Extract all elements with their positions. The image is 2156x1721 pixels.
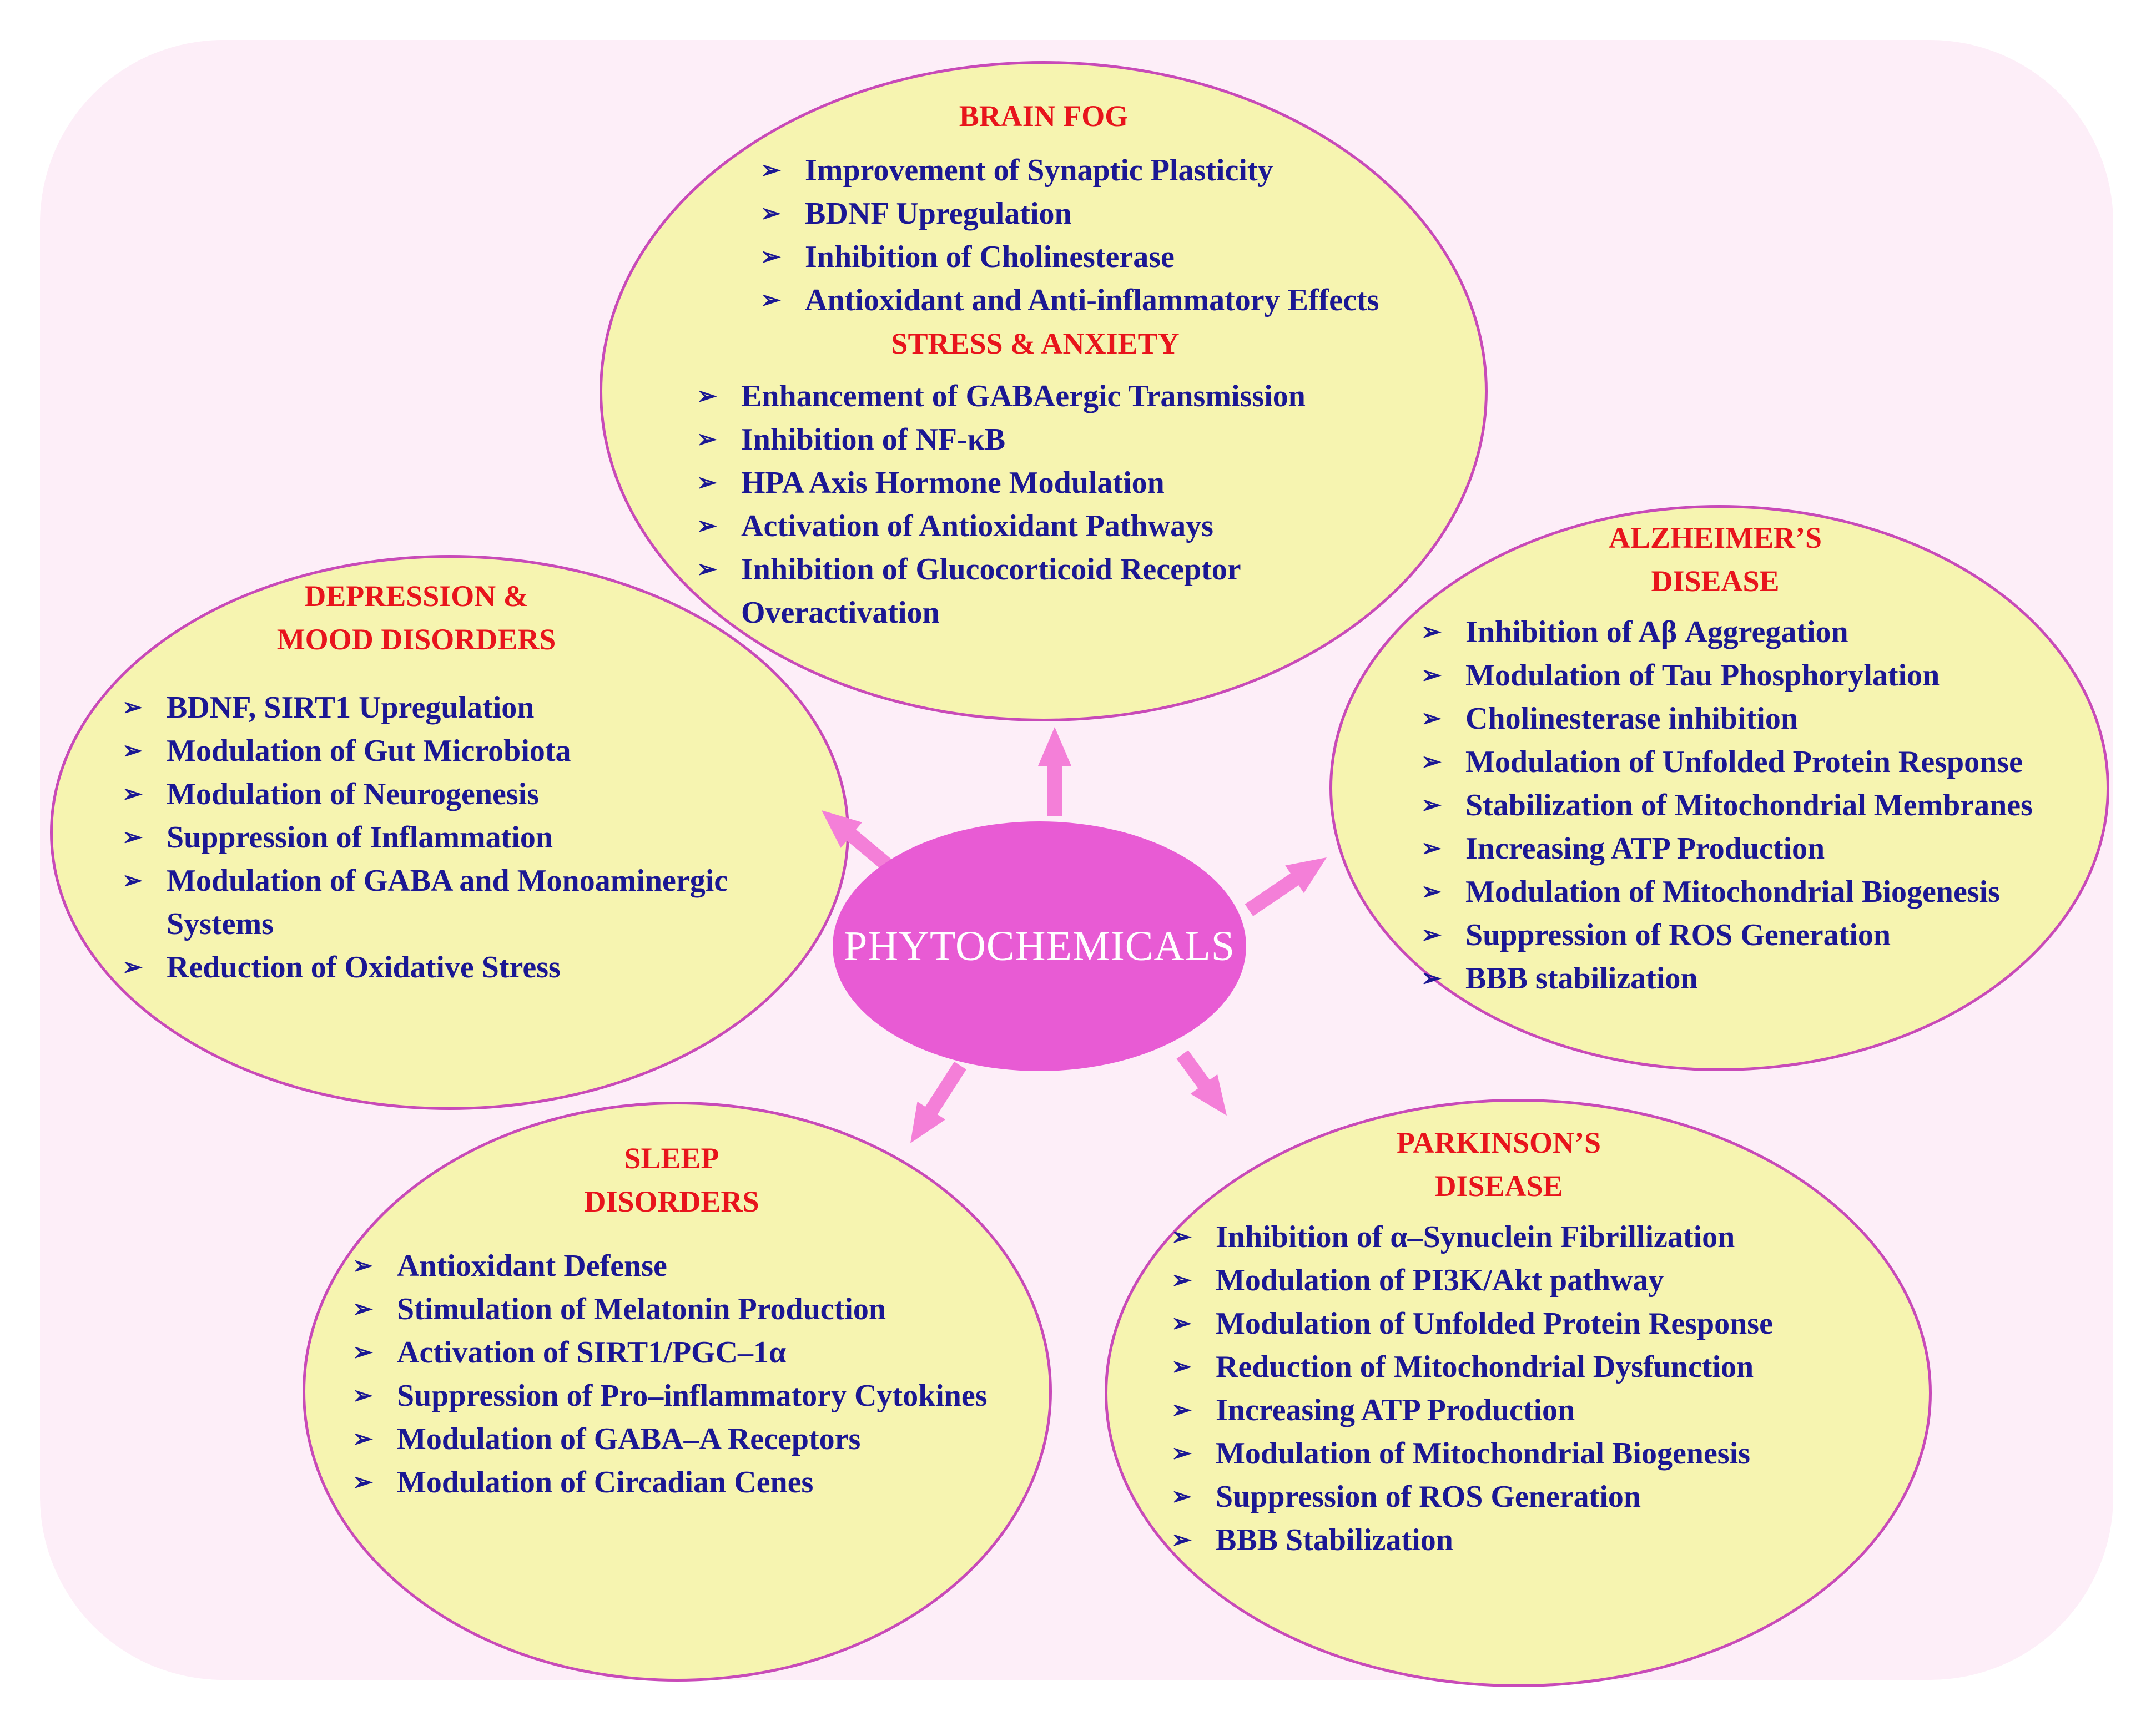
top-ellipse — [600, 61, 1488, 721]
bottom-left-ellipse — [303, 1102, 1052, 1682]
center-node — [833, 821, 1246, 1071]
center-label: PHYTOCHEMICALS — [843, 922, 1236, 970]
bottom-right-ellipse — [1105, 1099, 1932, 1687]
arrow-to-left — [822, 810, 893, 871]
arrow-to-right — [1245, 857, 1327, 916]
arrow-to-bottom-right — [1176, 1050, 1227, 1116]
arrow-to-bottom-left — [910, 1062, 966, 1143]
right-ellipse — [1329, 505, 2109, 1071]
left-ellipse — [50, 555, 849, 1110]
arrow-to-top — [1038, 727, 1071, 816]
